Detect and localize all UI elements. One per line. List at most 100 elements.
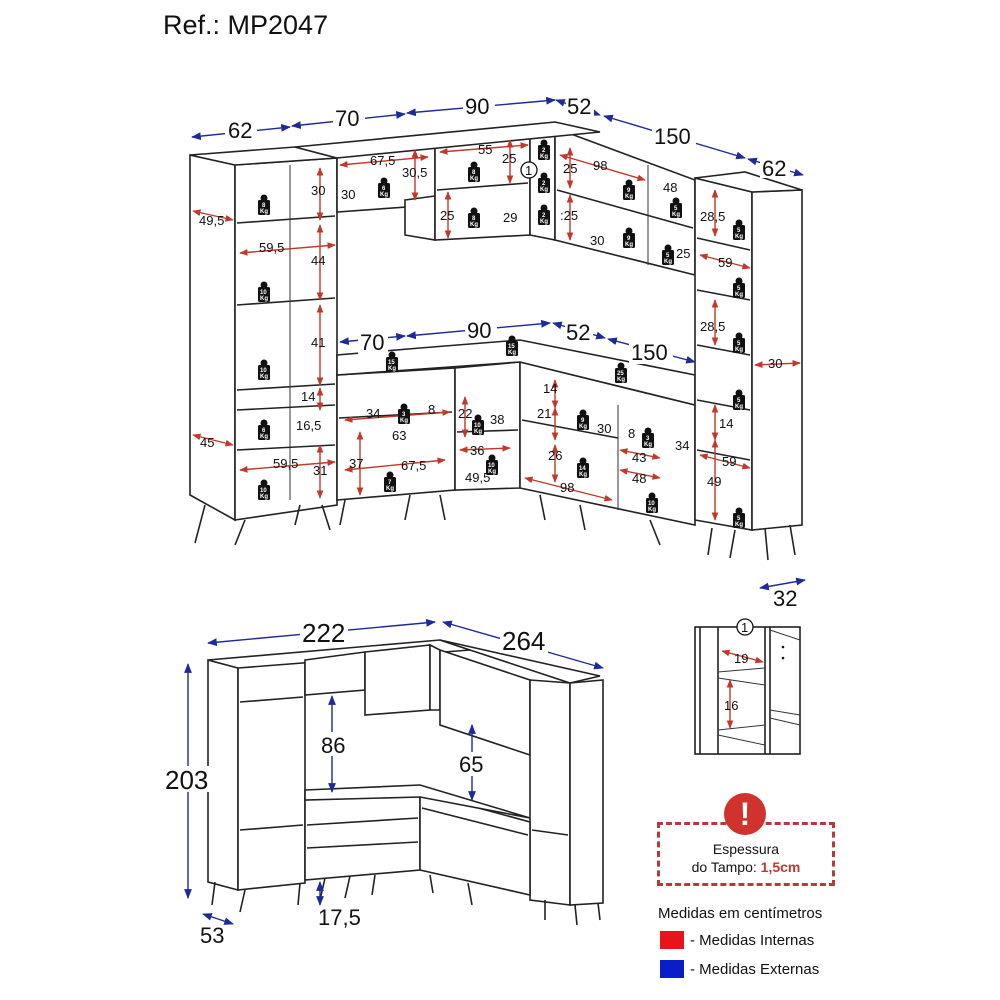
svg-text:Kg: Kg xyxy=(735,234,743,240)
dim-70: 70 xyxy=(335,106,359,131)
external-color-swatch xyxy=(660,960,684,978)
dim-base-90: 90 xyxy=(467,318,491,343)
svg-text:Kg: Kg xyxy=(380,192,388,198)
dim-30-depth: 30 xyxy=(341,187,355,202)
dim-overall-264: 264 xyxy=(502,626,545,656)
dim-150: 150 xyxy=(654,124,691,149)
tall-cabinet-right xyxy=(694,171,803,561)
notice-prefix: do Tampo: xyxy=(691,859,757,875)
svg-text:Kg: Kg xyxy=(470,222,478,228)
dim-49-5: 49,5 xyxy=(199,213,224,228)
svg-text:Kg: Kg xyxy=(672,212,680,218)
svg-text:Kg: Kg xyxy=(260,374,268,380)
internal-dimensions-top xyxy=(192,139,801,521)
exclamation-icon: ! xyxy=(724,793,766,835)
svg-text:6: 6 xyxy=(262,428,266,434)
svg-text:Kg: Kg xyxy=(664,259,672,265)
notice-line1: Espessura xyxy=(712,841,780,857)
svg-text:Kg: Kg xyxy=(735,522,743,528)
external-dimension-labels-top: 62 70 90 52 150 62 70 90 52 150 32 xyxy=(225,92,797,611)
dim-48-b: 48 xyxy=(632,471,646,486)
svg-text:15: 15 xyxy=(388,360,395,366)
svg-text:Kg: Kg xyxy=(644,442,652,448)
dim-leg-17-5: 17,5 xyxy=(318,905,361,930)
units-label: Medidas em centímetros xyxy=(658,905,823,922)
svg-text:Kg: Kg xyxy=(735,404,743,410)
dim-25-c: 25 xyxy=(563,161,577,176)
svg-text:Kg: Kg xyxy=(470,176,478,182)
dim-overall-53: 53 xyxy=(200,923,224,948)
dim-67-5-b: 67,5 xyxy=(401,458,426,473)
svg-text:3: 3 xyxy=(402,412,406,418)
svg-text:2: 2 xyxy=(542,181,546,187)
internal-label: - Medidas Internas xyxy=(690,931,815,949)
dim-30: 30 xyxy=(311,183,325,198)
dim-8-b: 8 xyxy=(628,426,635,441)
external-label: - Medidas Externas xyxy=(690,960,820,978)
dim-59-a: 59 xyxy=(718,255,732,270)
svg-text:6: 6 xyxy=(382,186,386,192)
dim-overall-203: 203 xyxy=(165,765,208,795)
dim-59-b: 59 xyxy=(722,454,736,469)
svg-text:14: 14 xyxy=(579,466,586,472)
dim-38: 38 xyxy=(490,412,504,427)
dim-49: 49 xyxy=(707,474,721,489)
svg-text:10: 10 xyxy=(474,423,481,429)
legend-internal: - Medidas Internas xyxy=(660,931,814,949)
svg-text:9: 9 xyxy=(627,236,631,242)
dim-90: 90 xyxy=(465,94,489,119)
dim-52: 52 xyxy=(567,94,591,119)
dim-45: 45 xyxy=(200,435,214,450)
dim-63: 63 xyxy=(392,428,406,443)
dim-30-5: 30,5 xyxy=(402,165,427,180)
svg-text:Kg: Kg xyxy=(579,472,587,478)
svg-text:5: 5 xyxy=(737,516,741,522)
svg-text:Kg: Kg xyxy=(579,424,587,430)
dim-16-5: 16,5 xyxy=(296,418,321,433)
svg-text:5: 5 xyxy=(674,206,678,212)
dim-98-b: 98 xyxy=(560,480,574,495)
notice-line2: do Tampo: 1,5cm xyxy=(660,859,832,875)
svg-text:9: 9 xyxy=(581,418,585,424)
svg-text:Kg: Kg xyxy=(540,219,548,225)
svg-text:5: 5 xyxy=(737,341,741,347)
svg-text:Kg: Kg xyxy=(625,194,633,200)
svg-text:2: 2 xyxy=(542,213,546,219)
dim-22: 22 xyxy=(458,406,472,421)
dim-28-5-a: 28,5 xyxy=(700,209,725,224)
svg-text:5: 5 xyxy=(737,398,741,404)
dim-43: 43 xyxy=(632,450,646,465)
svg-text:Kg: Kg xyxy=(488,469,496,475)
svg-text:10: 10 xyxy=(648,501,655,507)
svg-text:Kg: Kg xyxy=(735,292,743,298)
svg-text:Kg: Kg xyxy=(260,494,268,500)
dim-30-right: 30 xyxy=(768,356,782,371)
svg-text:10: 10 xyxy=(488,463,495,469)
svg-text:Kg: Kg xyxy=(617,377,625,383)
dim-44: 44 xyxy=(311,253,325,268)
dim-30-d: 30 xyxy=(597,421,611,436)
dim-14-c: 14 xyxy=(543,381,557,396)
svg-text:1: 1 xyxy=(525,163,532,178)
dim-25-e: 25 xyxy=(676,246,690,261)
svg-text:Kg: Kg xyxy=(388,366,396,372)
detail-1-marker: 1 xyxy=(741,620,748,635)
dim-36: 36 xyxy=(470,443,484,458)
dim-30-c: 30 xyxy=(590,233,604,248)
dim-base-52: 52 xyxy=(566,320,590,345)
svg-text:9: 9 xyxy=(627,188,631,194)
svg-text:Kg: Kg xyxy=(540,154,548,160)
svg-text:Kg: Kg xyxy=(508,350,516,356)
legend-external: - Medidas Externas xyxy=(660,960,819,978)
dim-55: 55 xyxy=(478,142,492,157)
dim-62-right: 62 xyxy=(762,156,786,181)
dim-25-a: 25 xyxy=(502,151,516,166)
notice-value: 1,5cm xyxy=(760,859,801,875)
dim-59-5: 59,5 xyxy=(259,240,284,255)
dim-34-b: 34 xyxy=(675,438,689,453)
dim-34: 34 xyxy=(366,406,380,421)
svg-text:Kg: Kg xyxy=(540,187,548,193)
dim-41: 41 xyxy=(311,335,325,350)
svg-text:8: 8 xyxy=(262,203,266,209)
